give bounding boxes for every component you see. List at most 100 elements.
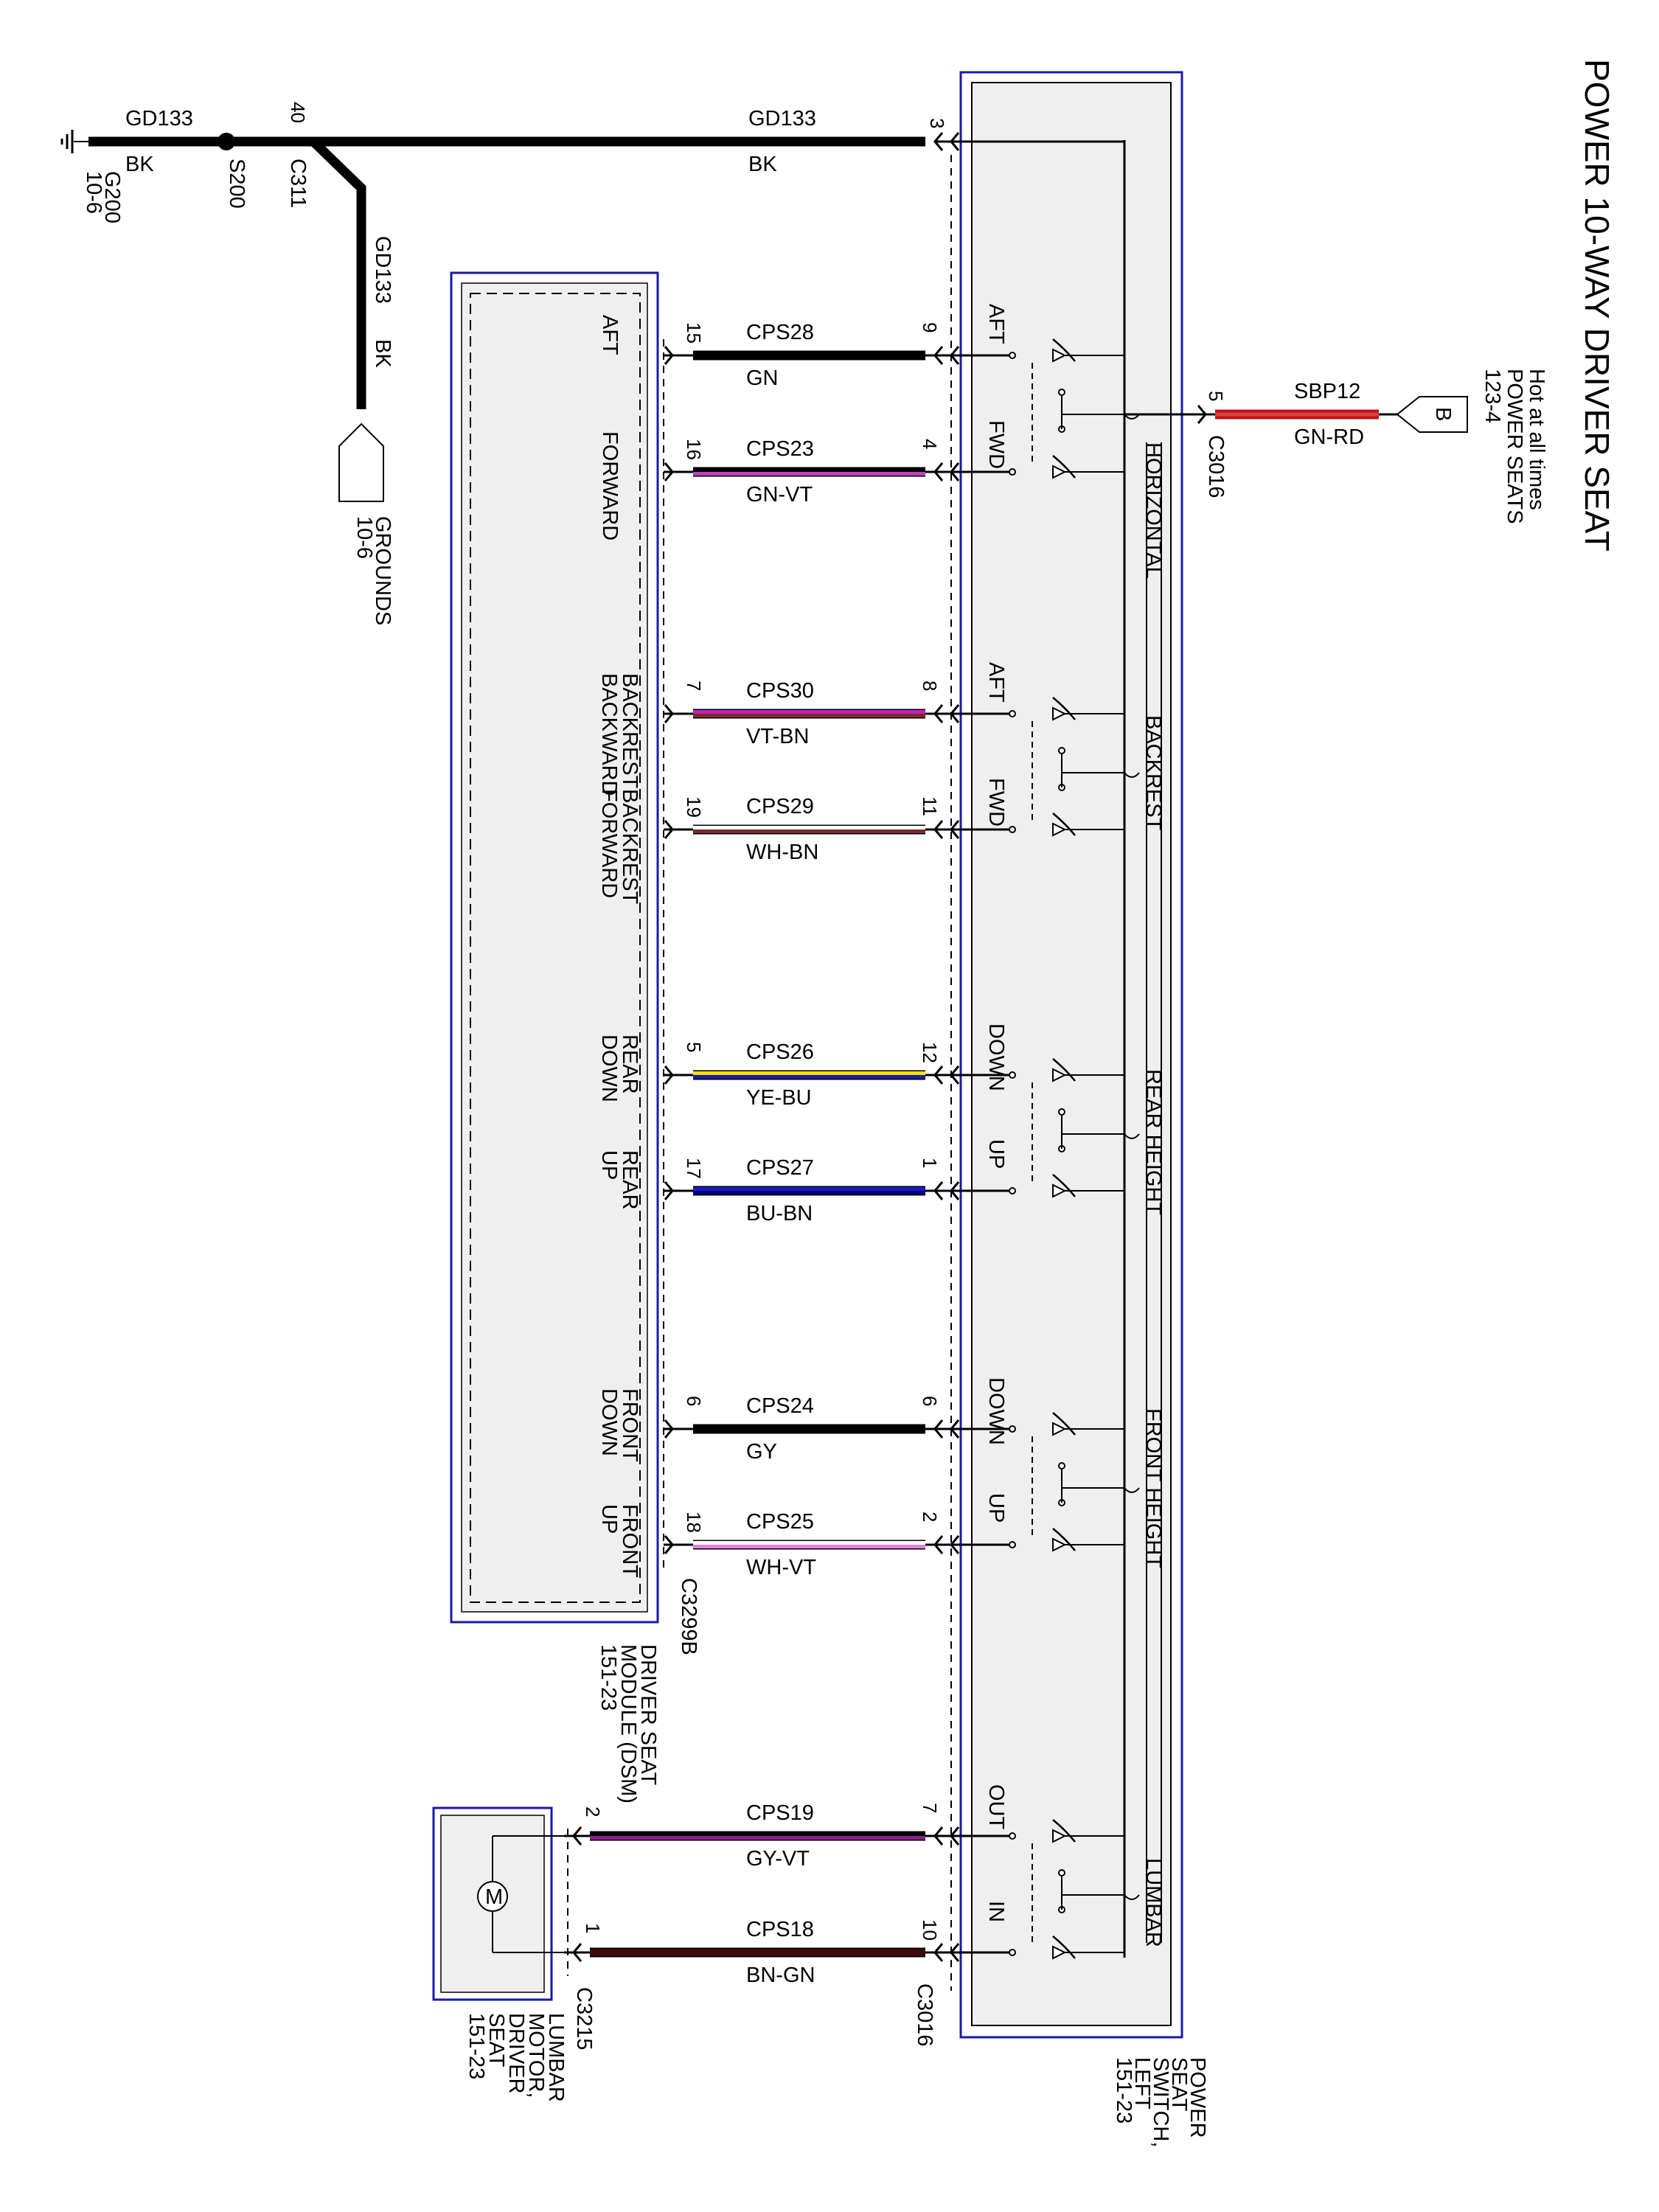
wire-circuit-label: CPS28 <box>746 321 814 344</box>
dsm-pin-number: 7 <box>683 681 705 691</box>
dsm-pin-function: BACKWARD <box>597 673 621 796</box>
switch-blade <box>1052 1058 1076 1082</box>
switch-section-backrest: BACKREST <box>1141 715 1165 831</box>
dsm-pin-number: 17 <box>683 1158 705 1179</box>
switch-crossover <box>1124 1487 1140 1493</box>
g200-label: G200 <box>100 171 124 223</box>
c311-label: C311 <box>286 159 310 208</box>
switch-section-front-height: FRONT HEIGHT <box>1141 1408 1165 1568</box>
ground-switch-pin: 3 <box>926 118 948 128</box>
g200-ref: 10-6 <box>82 171 105 214</box>
grounds-label: GROUNDS <box>371 516 394 625</box>
switch-contact <box>1009 1071 1016 1079</box>
grounds-ref: 10-6 <box>352 516 376 559</box>
wire-circuit-label: CPS18 <box>746 1918 814 1941</box>
switch-contact <box>1009 1832 1016 1840</box>
hot-note-line1: Hot at all times <box>1525 369 1548 510</box>
ground-color-right: BK <box>748 153 777 176</box>
dsm-pin-number: 15 <box>683 322 705 344</box>
switch-pin-number: 2 <box>919 1512 941 1522</box>
switch-contact <box>1009 826 1016 833</box>
battery-connector-name: C3016 <box>1204 435 1228 498</box>
battery-pin: 5 <box>1205 391 1227 401</box>
wire-circuit-label: CPS27 <box>746 1156 814 1180</box>
switch-pin-arrow <box>950 1943 960 1962</box>
switch-section-lumbar: LUMBAR <box>1141 1858 1165 1947</box>
switch-position-label: OUT <box>984 1784 1008 1830</box>
motor-name-line2: MOTOR, <box>524 2013 548 2098</box>
wire-color-label: WH-VT <box>746 1556 816 1579</box>
switch-pin-arrow <box>950 1181 960 1200</box>
dsm-pin-function: BACKREST <box>618 673 641 789</box>
switch-blade <box>1052 1935 1076 1959</box>
wire-color-label: WH-BN <box>746 841 818 864</box>
ground-switch-arrow <box>950 132 960 151</box>
switch-pin-number: 10 <box>919 1919 941 1941</box>
dsm-pin-arrow <box>664 1181 674 1200</box>
switch-blade <box>1052 1412 1076 1436</box>
dsm-pin-number: 16 <box>683 439 705 460</box>
switch-arrow-icon <box>1052 1829 1067 1843</box>
ground-circuit-left: GD133 <box>125 107 193 131</box>
switch-contact <box>1009 468 1016 476</box>
switch-blade <box>1052 1819 1076 1843</box>
switch-position-label: DOWN <box>984 1377 1008 1445</box>
dsm-pin-arrow <box>664 820 674 839</box>
switch-pin-number: 9 <box>919 322 941 333</box>
switch-arrow-icon <box>1052 822 1067 837</box>
dsm-pin-arrow <box>664 1419 674 1439</box>
switch-pin-arrow <box>933 462 944 481</box>
dsm-pin-function: FRONT <box>618 1504 641 1578</box>
dsm-pin-number: 5 <box>683 1042 705 1052</box>
switch-crossover <box>1124 1133 1140 1139</box>
motor-name-line3: DRIVER <box>504 2013 528 2094</box>
switch-pin-arrow <box>950 1535 960 1554</box>
switch-name-line1: POWER <box>1186 2057 1209 2138</box>
power-seat-switch-inner <box>971 82 1172 2026</box>
dsm-pin-arrow <box>664 346 674 365</box>
switch-pin-number: 8 <box>919 681 941 691</box>
dsm-pin-arrow <box>664 1535 674 1554</box>
switch-position-label: UP <box>984 1493 1008 1523</box>
switch-arrow-icon <box>1052 1945 1067 1960</box>
dsm-connector-label: C3299B <box>677 1578 700 1655</box>
switch-pin-arrow <box>950 1419 960 1439</box>
dsm-pin-function: AFT <box>598 315 622 355</box>
motor-pin-arrow <box>572 1826 582 1846</box>
dsm-pin-number: 19 <box>683 796 705 818</box>
switch-pin-arrow <box>950 462 960 481</box>
page-title: POWER 10-WAY DRIVER SEAT <box>1578 59 1616 552</box>
hot-note-line3: 123-4 <box>1481 369 1504 423</box>
switch-contact <box>1009 1541 1016 1548</box>
switch-position-label: AFT <box>984 304 1008 344</box>
ground-branch-color: BK <box>371 339 394 368</box>
switch-position-label: AFT <box>984 662 1008 703</box>
ground-circuit-right: GD133 <box>748 107 816 131</box>
wire-color-label: GN <box>746 366 779 390</box>
dsm-pin-arrow <box>664 1065 674 1085</box>
switch-arrow-icon <box>1052 348 1067 363</box>
wire-circuit-label: CPS24 <box>746 1394 814 1418</box>
wire-circuit-label: CPS23 <box>746 437 814 461</box>
switch-pin-arrow <box>950 820 960 839</box>
wire-circuit-label: CPS25 <box>746 1510 814 1534</box>
wire-color-label: GN-VT <box>746 483 813 507</box>
switch-section-rear-height: REAR HEIGHT <box>1141 1069 1165 1215</box>
switch-pin-number: 1 <box>919 1158 941 1168</box>
dsm-pin-function: REAR <box>618 1034 641 1094</box>
switch-pin-arrow <box>933 704 944 723</box>
dsm-module-dashed <box>470 293 641 1603</box>
wire-color-label: BU-BN <box>746 1202 813 1225</box>
switch-blade <box>1052 813 1076 836</box>
motor-symbol-letter: M <box>485 1885 503 1909</box>
